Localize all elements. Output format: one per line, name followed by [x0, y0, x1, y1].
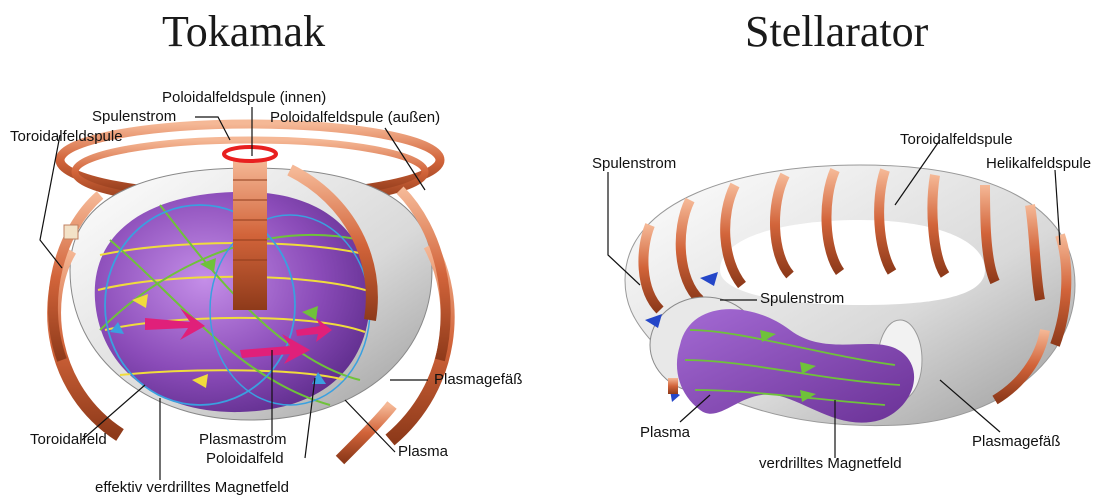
label-coil-current: Spulenstrom — [92, 109, 176, 124]
label-tokamak-vessel: Plasmagefäß — [434, 372, 522, 387]
label-plasma-current: Plasmastrom — [199, 432, 287, 447]
label-twisted-field-effective: effektiv verdrilltes Magnetfeld — [95, 480, 289, 495]
tokamak-device — [40, 107, 448, 480]
toroidal-coil-bottom — [340, 405, 392, 460]
label-stel-vessel: Plasmagefäß — [972, 434, 1060, 449]
label-stel-coil-current-mid: Spulenstrom — [760, 291, 844, 306]
label-stel-plasma: Plasma — [640, 425, 690, 440]
coil-stub — [668, 378, 678, 394]
label-stel-twisted-field: verdrilltes Magnetfeld — [759, 456, 902, 471]
label-toroidal-coil: Toroidalfeldspule — [10, 129, 123, 144]
label-poloidal-coil-inner: Poloidalfeldspule (innen) — [162, 90, 326, 105]
label-poloidal-field: Poloidalfeld — [206, 451, 284, 466]
label-helical-coil: Helikalfeldspule — [986, 156, 1091, 171]
label-tokamak-plasma: Plasma — [398, 444, 448, 459]
label-poloidal-coil-outer: Poloidalfeldspule (außen) — [270, 110, 440, 125]
label-stel-toroidal-coil: Toroidalfeldspule — [900, 132, 1013, 147]
central-solenoid — [233, 160, 267, 310]
label-toroidal-field: Toroidalfeld — [30, 432, 107, 447]
coil-current-ring — [224, 147, 276, 161]
coil-end-cap — [64, 225, 78, 239]
label-stel-coil-current-top: Spulenstrom — [592, 156, 676, 171]
